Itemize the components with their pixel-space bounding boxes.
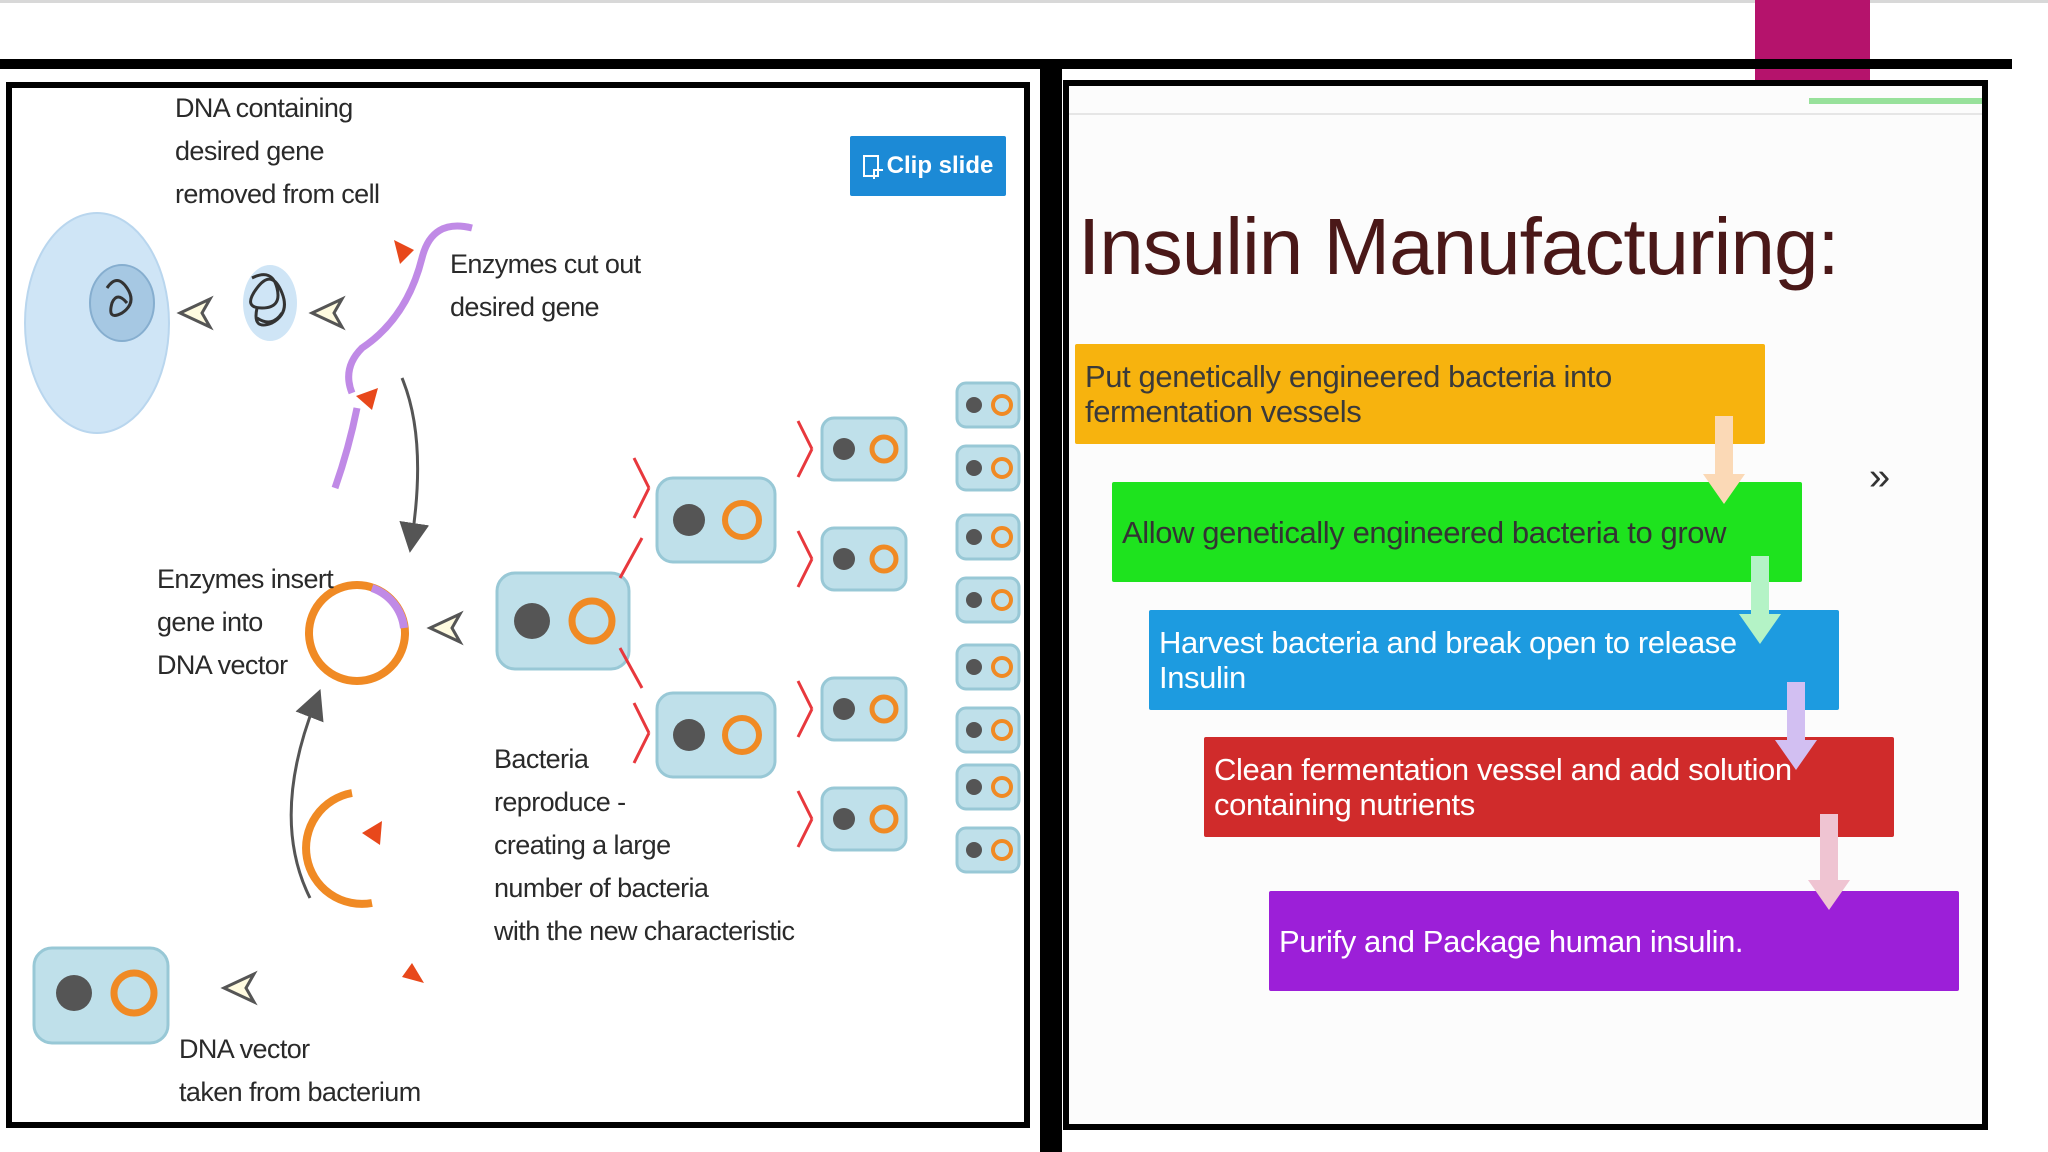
clipboard-icon (862, 155, 883, 179)
arrow-2 (308, 295, 346, 331)
left-slide-diagram: DNA containing desired gene removed from… (6, 82, 1030, 1128)
step-1-text: Put genetically engineered bacteria into… (1085, 359, 1612, 429)
recombinant-plasmid (305, 581, 409, 685)
arrow-3 (426, 610, 464, 646)
frame-bar-middle (1040, 63, 1062, 1152)
chevron-right-icon[interactable]: » (1869, 456, 1891, 498)
frame-bar-top (0, 59, 2012, 69)
label-enzymes-insert: Enzymes insert gene into DNA vector (157, 564, 334, 680)
slide-tab-accent (1809, 98, 1982, 104)
clip-slide-label: Clip slide (886, 152, 994, 179)
bacteria-gen-4 (955, 381, 1021, 874)
down-arrow-icon (1775, 682, 1817, 770)
step-3-box: Harvest bacteria and break open to relea… (1149, 610, 1839, 710)
arrow-1 (176, 295, 214, 331)
label-bacteria-reproduce: Bacteria reproduce - creating a large nu… (494, 744, 795, 946)
curved-arrow-up (289, 689, 324, 899)
label-dna-containing: DNA containing desired gene removed from… (175, 93, 380, 209)
gene-fragment (331, 407, 361, 490)
bacterium-source (32, 946, 170, 1045)
step-5-text: Purify and Package human insulin. (1279, 923, 1744, 959)
step-4-text: Clean fermentation vessel and add soluti… (1214, 752, 1792, 822)
step-3-text: Harvest bacteria and break open to relea… (1159, 625, 1737, 695)
down-arrow-icon (1808, 814, 1850, 910)
label-dna-vector: DNA vector taken from bacterium (179, 1034, 421, 1107)
dna-tangle-icon (243, 265, 297, 341)
step-1-box: Put genetically engineered bacteria into… (1075, 344, 1765, 444)
step-2-box: Allow genetically engineered bacteria to… (1112, 482, 1802, 582)
recombinant-bacterium (495, 571, 631, 671)
vector-plasmid (302, 789, 373, 908)
step-4-box: Clean fermentation vessel and add soluti… (1204, 737, 1894, 837)
genetic-engineering-diagram (24, 212, 1021, 1045)
slide-title: Insulin Manufacturing: (1078, 202, 1840, 291)
down-arrow-icon (1703, 416, 1745, 504)
arrow-4 (220, 970, 258, 1006)
step-5-box: Purify and Package human insulin. (1269, 891, 1959, 991)
curved-arrow-down (399, 377, 430, 553)
cell-nucleus (89, 264, 155, 342)
right-slide: Insulin Manufacturing: Put genetically e… (1063, 80, 1988, 1130)
title-rule (1069, 113, 1982, 115)
clip-slide-button[interactable]: Clip slide (850, 136, 1006, 196)
gene-strand (345, 222, 473, 395)
top-divider (0, 0, 2048, 3)
division-chevrons (618, 420, 814, 848)
down-arrow-icon (1739, 556, 1781, 644)
step-2-text: Allow genetically engineered bacteria to… (1122, 514, 1727, 550)
bacteria-gen-3 (820, 416, 908, 852)
bacteria-gen-2 (655, 476, 777, 779)
label-enzymes-cut: Enzymes cut out desired gene (450, 249, 641, 322)
